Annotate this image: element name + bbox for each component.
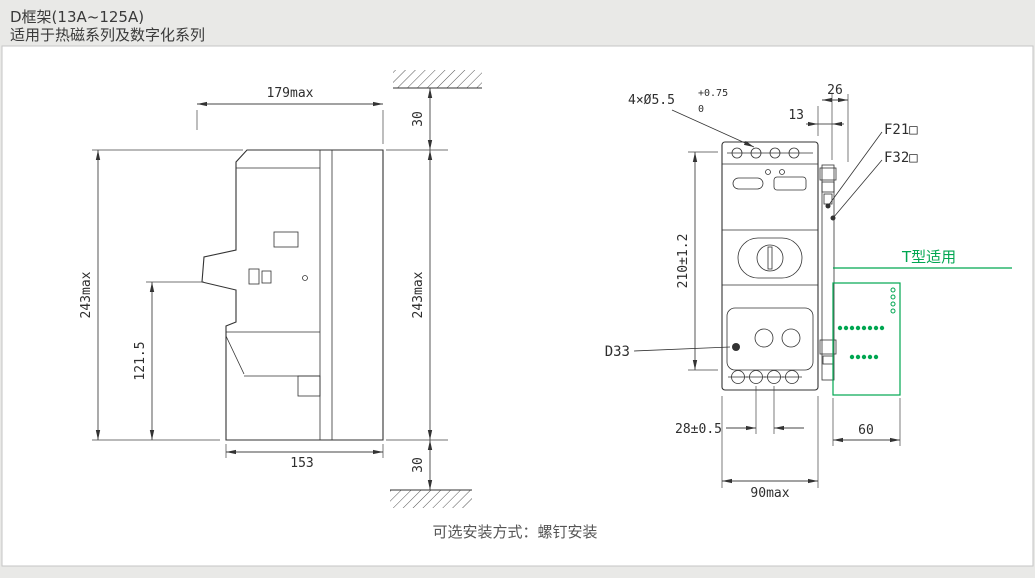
breaker-side-outline [201,149,384,441]
dim-243max-left-label: 243max [79,271,94,318]
dim-90max-label: 90max [750,486,789,501]
side-base-detail [297,375,321,397]
t-type-side-marks [890,287,896,314]
holes-callout: 4×Ø5.5 +0.75 0 [628,88,755,148]
front-label-window [773,176,807,191]
side-detail-rect2 [261,270,272,284]
f32-label: F32□ [884,150,918,166]
mounting-hole [788,147,800,159]
t-type-dot-row2 [849,354,879,360]
dim-30-bottom-label: 30 [411,457,426,473]
dim-243max-left: 243max [79,149,243,441]
dim-210-label: 210±1.2 [676,234,691,289]
rotary-handle [756,244,784,272]
holes-tol-lower: 0 [698,104,704,115]
bottom-terminals [728,370,802,384]
dim-243max-right-label: 243max [411,271,426,318]
t-type-accessory: T型适用 [832,248,1012,396]
mounting-hole [769,147,781,159]
dim-28-label: 28±0.5 [675,422,722,437]
breaker-front-outline [721,141,819,391]
content-panel [1,45,1034,567]
dim-179max: 179max [196,86,384,144]
dim-153-label: 153 [290,456,313,471]
f21-label: F21□ [884,122,918,138]
front-slot [732,177,764,190]
page-title: D框架(13A~125A) [10,8,144,26]
wall-hatch-top [393,70,482,88]
t-type-label: T型适用 [901,248,956,266]
accessory-callouts: F21□ F32□ [825,122,918,221]
holes-callout-label: 4×Ø5.5 [628,93,675,108]
wall-hatch-bottom [390,490,472,508]
page-subtitle: 适用于热磁系列及数字化系列 [10,26,205,44]
dim-90max: 90max [721,396,819,501]
small-hole2 [779,169,785,175]
t-type-dot-row1 [837,325,885,331]
dim-13-26: 13 26 [788,83,849,162]
mounting-hole [750,147,762,159]
small-hole1 [765,169,771,175]
dim-153: 153 [225,444,384,471]
side-window-detail [273,231,299,248]
dim-179max-label: 179max [267,86,314,101]
dim-30-top-label: 30 [411,111,426,127]
mounting-wall [390,70,482,508]
side-detail-dot [302,275,308,281]
dim-60: 60 [832,398,901,446]
cover-hole2 [781,328,801,348]
f21-point [825,203,831,209]
d33-callout: D33 [605,344,731,360]
handle-slot [767,246,773,270]
front-view-drawing: 4×Ø5.5 +0.75 0 210±1.2 D33 28±0.5 [605,83,1012,501]
dim-26-label: 26 [827,83,843,98]
dim-210: 210±1.2 [676,151,718,371]
dim-60-label: 60 [858,423,874,438]
mounting-hole [731,147,743,159]
handle-bezel [737,237,803,279]
side-detail-rect1 [248,268,260,285]
t-type-box [832,282,901,396]
f32-point [830,215,836,221]
dim-28: 28±0.5 [675,386,804,437]
terminal-cover-diagonal [225,335,245,375]
terminal-cover [726,307,814,371]
side-view-drawing: 179max 243max 121.5 153 [79,70,482,508]
side-rail [819,164,837,381]
cover-hole1 [754,328,774,348]
d33-label: D33 [605,344,630,360]
dim-chain-right: 30 243max 30 [386,88,448,490]
mounting-caption: 可选安装方式：螺钉安装 [432,523,597,541]
dim-13-label: 13 [788,108,804,123]
dim-121-5-label: 121.5 [133,341,148,380]
dim-121-5: 121.5 [133,281,204,440]
d33-point [732,343,740,351]
holes-tol-upper: +0.75 [698,88,728,99]
